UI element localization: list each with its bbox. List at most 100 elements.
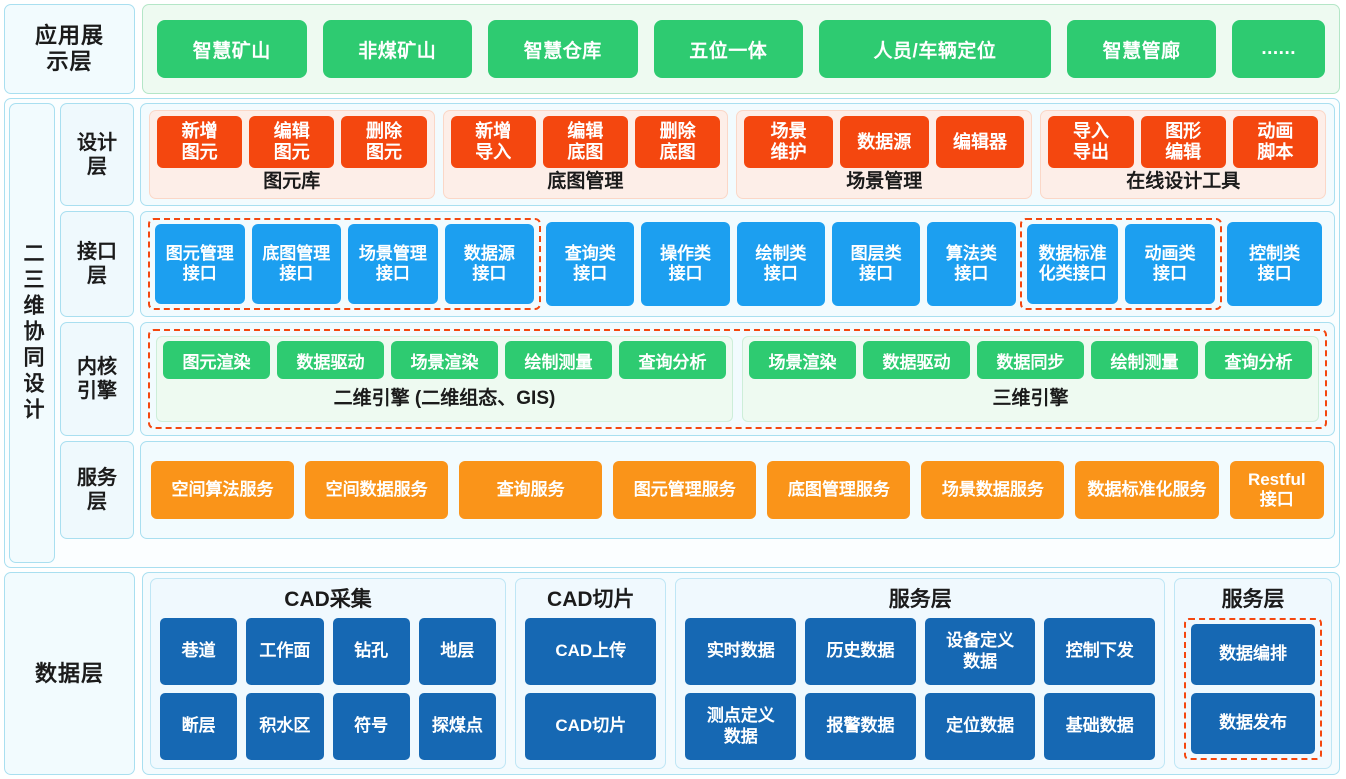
interface-chip-0-1[interactable]: 底图管理接口 <box>251 224 342 304</box>
interface-chip-1-0[interactable]: 查询类接口 <box>546 222 635 306</box>
data-chip-1-0-0[interactable]: CAD上传 <box>525 618 657 685</box>
engine-caption-0: 二维引擎 (二维组态、GIS) <box>333 388 556 409</box>
engine-chip-0-3[interactable]: 绘制测量 <box>505 341 612 379</box>
engine-chip-0-4[interactable]: 查询分析 <box>619 341 726 379</box>
data-chip-3-1-0[interactable]: 数据发布 <box>1191 693 1315 754</box>
interface-chip-2-0[interactable]: 数据标准化类接口 <box>1027 224 1118 304</box>
service-chip-1[interactable]: 空间数据服务 <box>305 461 449 519</box>
engine-chip-0-2[interactable]: 场景渲染 <box>391 341 498 379</box>
data-chip-0-1-2[interactable]: 符号 <box>332 693 410 760</box>
app-chip-5[interactable]: 智慧管廊 <box>1066 20 1217 78</box>
engine-box-1: 场景渲染数据驱动数据同步绘制测量查询分析三维引擎 <box>742 336 1319 422</box>
app-chip-0[interactable]: 智慧矿山 <box>157 20 307 78</box>
design-chip-0-2[interactable]: 删除图元 <box>341 116 427 168</box>
data-chip-2-1-1[interactable]: 报警数据 <box>805 693 916 760</box>
design-group-caption-3: 在线设计工具 <box>1126 171 1241 192</box>
design-chip-1-0[interactable]: 新增导入 <box>450 116 536 168</box>
design-chip-3-2[interactable]: 动画脚本 <box>1232 116 1318 168</box>
design-chip-3-1[interactable]: 图形编辑 <box>1140 116 1226 168</box>
engine-chip-1-2[interactable]: 数据同步 <box>977 341 1084 379</box>
data-chip-2-0-3[interactable]: 控制下发 <box>1044 618 1156 685</box>
interface-chip-1-1[interactable]: 操作类接口 <box>641 222 730 306</box>
data-row-3-0: 数据编排 <box>1191 624 1315 685</box>
interface-segment-3: 控制类接口 <box>1222 218 1327 310</box>
interface-chip-0-2[interactable]: 场景管理接口 <box>348 224 438 304</box>
data-row-2-1: 测点定义数据报警数据定位数据基础数据 <box>685 693 1156 760</box>
application-layer-label: 应用展示层 <box>4 4 135 94</box>
interface-chip-1-3[interactable]: 图层类接口 <box>831 222 921 306</box>
service-chip-4[interactable]: 底图管理服务 <box>767 461 911 519</box>
engine-chip-1-1[interactable]: 数据驱动 <box>863 341 970 379</box>
data-chip-2-1-0[interactable]: 测点定义数据 <box>685 693 797 760</box>
data-chip-1-1-0[interactable]: CAD切片 <box>525 693 657 760</box>
data-group-caption-3: 服务层 <box>1221 588 1285 611</box>
vertical-frame-label: 二三维协同设计 <box>9 103 55 563</box>
data-chip-0-0-1[interactable]: 工作面 <box>246 618 324 685</box>
data-row-3-1: 数据发布 <box>1191 693 1315 754</box>
service-chip-3[interactable]: 图元管理服务 <box>613 461 757 519</box>
engine-chip-0-1[interactable]: 数据驱动 <box>277 341 384 379</box>
design-layer-row: 设计层 新增图元编辑图元删除图元图元库新增导入编辑底图删除底图底图管理场景维护数… <box>60 103 1335 206</box>
interface-chip-1-2[interactable]: 绘制类接口 <box>736 222 825 306</box>
data-group-grid-2: 实时数据历史数据设备定义数据控制下发测点定义数据报警数据定位数据基础数据 <box>685 618 1156 760</box>
service-chip-6[interactable]: 数据标准化服务 <box>1075 461 1219 519</box>
interface-chip-0-0[interactable]: 图元管理接口 <box>155 224 245 304</box>
data-group-2: 服务层实时数据历史数据设备定义数据控制下发测点定义数据报警数据定位数据基础数据 <box>675 578 1166 769</box>
app-chip-1[interactable]: 非煤矿山 <box>322 20 473 78</box>
data-group-caption-2: 服务层 <box>888 588 952 611</box>
vertical-frame-label-text: 二三维协同设计 <box>21 242 44 424</box>
data-group-0: CAD采集巷道工作面钻孔地层断层积水区符号探煤点 <box>150 578 507 769</box>
data-chip-2-1-3[interactable]: 基础数据 <box>1044 693 1156 760</box>
service-chip-2[interactable]: 查询服务 <box>459 461 603 519</box>
data-chip-2-1-2[interactable]: 定位数据 <box>924 693 1036 760</box>
data-group-3: 服务层数据编排数据发布 <box>1174 578 1332 769</box>
design-chip-0-0[interactable]: 新增图元 <box>157 116 243 168</box>
service-chip-5[interactable]: 场景数据服务 <box>921 461 1065 519</box>
engine-chip-0-0[interactable]: 图元渲染 <box>163 341 270 379</box>
data-chip-2-0-1[interactable]: 历史数据 <box>805 618 916 685</box>
design-chip-3-0[interactable]: 导入导出 <box>1048 116 1134 168</box>
data-row-2-0: 实时数据历史数据设备定义数据控制下发 <box>685 618 1156 685</box>
kernel-engine-row: 内核引擎 图元渲染数据驱动场景渲染绘制测量查询分析二维引擎 (二维组态、GIS)… <box>60 322 1335 436</box>
interface-chip-2-1[interactable]: 动画类接口 <box>1124 224 1216 304</box>
design-chip-1-2[interactable]: 删除底图 <box>635 116 721 168</box>
data-chip-0-0-3[interactable]: 地层 <box>418 618 497 685</box>
app-chip-2[interactable]: 智慧仓库 <box>488 20 638 78</box>
engine-chip-1-0[interactable]: 场景渲染 <box>749 341 856 379</box>
design-group-3: 导入导出图形编辑动画脚本在线设计工具 <box>1040 110 1326 199</box>
data-chip-0-1-3[interactable]: 探煤点 <box>418 693 497 760</box>
interface-chip-0-3[interactable]: 数据源接口 <box>444 224 535 304</box>
app-chip-4[interactable]: 人员/车辆定位 <box>819 20 1051 78</box>
interface-chip-3-0[interactable]: 控制类接口 <box>1227 222 1322 306</box>
app-chip-6[interactable]: ...... <box>1232 20 1326 78</box>
engine-chip-1-4[interactable]: 查询分析 <box>1205 341 1312 379</box>
application-layer-items: 智慧矿山非煤矿山智慧仓库五位一体人员/车辆定位智慧管廊...... <box>142 4 1340 94</box>
engine-items-0: 图元渲染数据驱动场景渲染绘制测量查询分析 <box>163 341 726 379</box>
design-chip-2-0[interactable]: 场景维护 <box>744 116 833 168</box>
data-chip-0-1-0[interactable]: 断层 <box>160 693 238 760</box>
data-chip-0-1-1[interactable]: 积水区 <box>246 693 324 760</box>
design-group-items-3: 导入导出图形编辑动画脚本 <box>1048 116 1318 168</box>
interface-chip-1-4[interactable]: 算法类接口 <box>927 222 1016 306</box>
service-layer-row: 服务层 空间算法服务空间数据服务查询服务图元管理服务底图管理服务场景数据服务数据… <box>60 441 1335 539</box>
data-chip-0-0-0[interactable]: 巷道 <box>160 618 238 685</box>
design-group-items-2: 场景维护数据源编辑器 <box>744 116 1025 168</box>
design-chip-0-1[interactable]: 编辑图元 <box>249 116 335 168</box>
data-group-grid-1: CAD上传 CAD切片 <box>525 618 657 760</box>
design-chip-1-1[interactable]: 编辑底图 <box>542 116 629 168</box>
data-group-caption-0: CAD采集 <box>284 588 372 611</box>
design-chip-2-2[interactable]: 编辑器 <box>935 116 1025 168</box>
data-chip-0-0-2[interactable]: 钻孔 <box>332 618 410 685</box>
design-chip-2-1[interactable]: 数据源 <box>839 116 929 168</box>
data-chip-2-0-2[interactable]: 设备定义数据 <box>924 618 1036 685</box>
data-chip-3-0-0[interactable]: 数据编排 <box>1191 624 1315 685</box>
engine-chip-1-3[interactable]: 绘制测量 <box>1091 341 1198 379</box>
design-group-0: 新增图元编辑图元删除图元图元库 <box>149 110 435 199</box>
service-chip-0[interactable]: 空间算法服务 <box>151 461 295 519</box>
kernel-engine-label: 内核引擎 <box>60 322 134 436</box>
app-chip-3[interactable]: 五位一体 <box>653 20 804 78</box>
data-chip-2-0-0[interactable]: 实时数据 <box>685 618 797 685</box>
